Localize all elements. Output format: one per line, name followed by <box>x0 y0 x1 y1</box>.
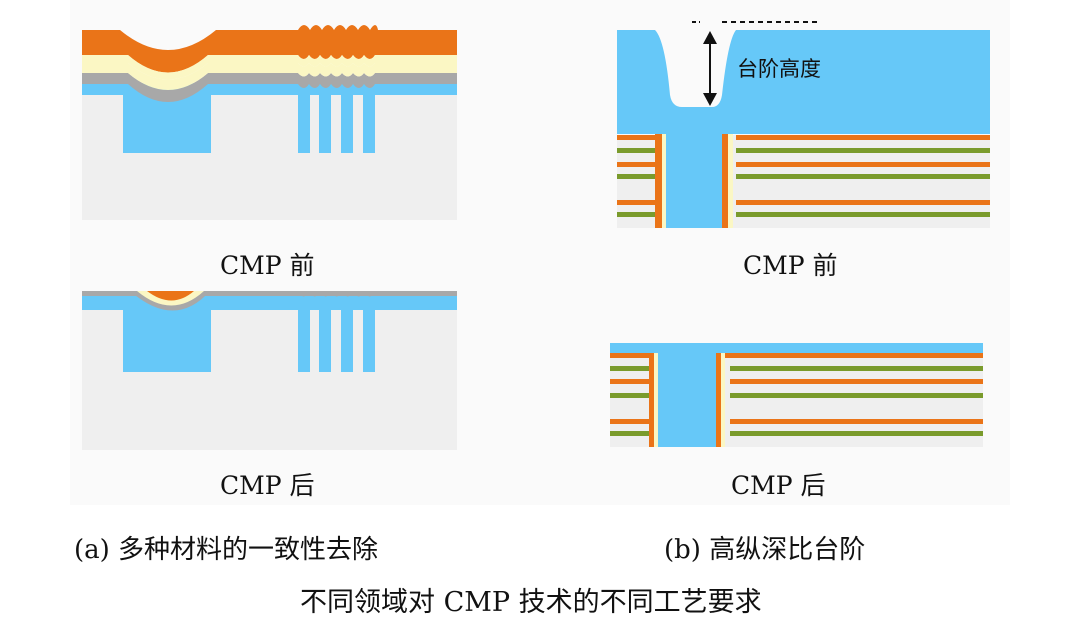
metal-line <box>736 162 990 167</box>
trench-wall-left <box>649 353 654 447</box>
metal-line <box>736 174 990 179</box>
trench-wall-right <box>722 132 728 228</box>
panel-a-after-label: CMP 后 <box>220 471 315 500</box>
trench-wall-left <box>655 132 662 228</box>
trench-liner-left <box>654 353 658 447</box>
metal-line <box>730 366 983 371</box>
metal-line <box>736 148 990 153</box>
metal-line <box>617 212 661 217</box>
dielectric-top <box>610 343 983 353</box>
trench-liner-right <box>728 132 733 228</box>
metal-line <box>610 353 983 358</box>
step-height-label: 台阶高度 <box>737 57 821 81</box>
liner-layer <box>82 63 457 90</box>
panel-b-before <box>617 21 990 228</box>
metal-line <box>730 431 983 436</box>
metal-line <box>736 200 990 205</box>
fin-3 <box>341 90 353 153</box>
panel-b-after <box>610 343 983 447</box>
metal-line <box>617 174 661 179</box>
fin-1 <box>298 305 310 372</box>
trench-fill <box>658 353 716 447</box>
metal-line <box>736 212 990 217</box>
metal-line <box>730 393 983 398</box>
fin-barrier-scallops <box>298 291 375 297</box>
panel-b-after-label: CMP 后 <box>731 471 826 500</box>
step-height-arrowhead-bottom <box>703 93 717 106</box>
metal-line <box>610 419 650 424</box>
barrier-layer <box>82 73 457 102</box>
panel-b-caption: (b) 高纵深比台阶 <box>664 535 866 565</box>
metal-line <box>617 162 661 167</box>
panel-a-before-label: CMP 前 <box>220 251 315 280</box>
dishing-copper <box>147 291 194 301</box>
dielectric-overburden <box>617 30 990 134</box>
step-height-arrowhead-top <box>703 31 717 44</box>
metal-line <box>617 135 661 140</box>
metal-line <box>617 200 661 205</box>
trench-liner-left <box>662 132 666 228</box>
fin-2 <box>319 90 331 153</box>
panel-a-after <box>82 291 457 450</box>
fin-1 <box>298 90 310 153</box>
fin-3 <box>341 305 353 372</box>
fin-4 <box>363 90 375 153</box>
metal-line <box>730 379 983 384</box>
trench-fill <box>666 132 722 228</box>
figure-title: 不同领域对 CMP 技术的不同工艺要求 <box>300 587 762 618</box>
barrier-residue <box>82 291 457 296</box>
panel-a-before <box>82 25 457 220</box>
metal-line <box>617 148 661 153</box>
metal-line <box>730 419 983 424</box>
wide-trench-fill <box>123 305 211 372</box>
fin-2 <box>319 305 331 372</box>
copper-overburden <box>82 25 457 73</box>
panel-a-caption: (a) 多种材料的一致性去除 <box>74 535 379 565</box>
metal-line <box>736 135 990 140</box>
metal-line <box>610 366 650 371</box>
liner-layer-upper <box>82 55 457 80</box>
metal-line <box>610 431 650 436</box>
panel-b-before-label: CMP 前 <box>743 251 838 280</box>
metal-line <box>610 393 650 398</box>
trench-wall-right <box>716 353 721 447</box>
fin-4 <box>363 305 375 372</box>
trench-liner-right <box>721 353 725 447</box>
metal-line <box>610 379 650 384</box>
